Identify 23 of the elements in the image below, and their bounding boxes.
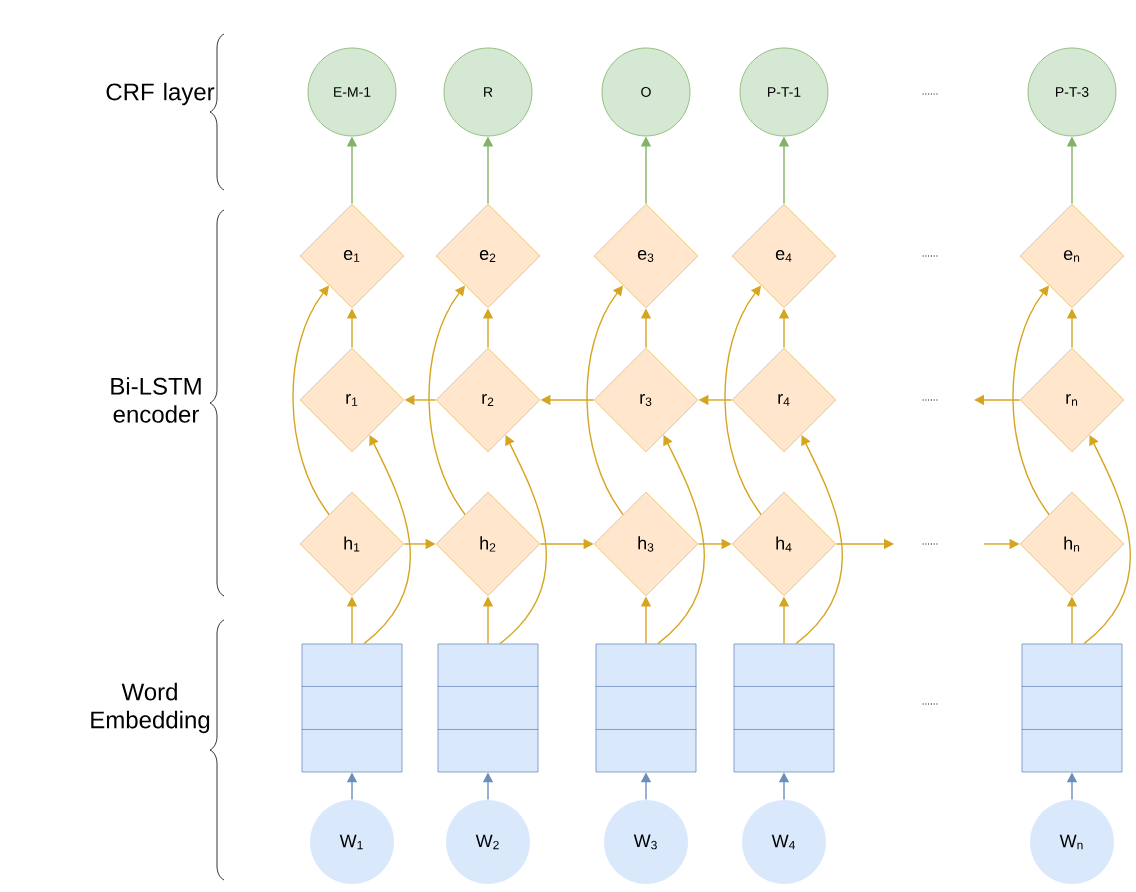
diamond-node: e$_{2}$ — [435, 203, 541, 309]
diamond-node: h$_{3}$ — [593, 491, 699, 597]
diamond-node: h$_{4}$ — [731, 491, 837, 597]
diamond-node: h$_{1}$ — [299, 491, 405, 597]
diamond-node: r$_{n}$ — [1019, 347, 1125, 453]
diamond-node: h$_{2}$ — [435, 491, 541, 597]
diamond-node: r$_{2}$ — [435, 347, 541, 453]
diamond-node: h$_{n}$ — [1019, 491, 1125, 597]
embedding-box — [1021, 643, 1123, 773]
embedding-box — [595, 643, 697, 773]
diamond-node: e$_{1}$ — [299, 203, 405, 309]
embedding-box — [437, 643, 539, 773]
embedding-box — [301, 643, 403, 773]
diamond-node: e$_{3}$ — [593, 203, 699, 309]
diamond-node: r$_{3}$ — [593, 347, 699, 453]
diamond-node: e$_{n}$ — [1019, 203, 1125, 309]
diamond-node: r$_{4}$ — [731, 347, 837, 453]
embedding-box — [733, 643, 835, 773]
layer-label: Bi-LSTM encoder — [111, 377, 201, 423]
diamond-node: e$_{4}$ — [731, 203, 837, 309]
layer-label: Word Embedding — [91, 682, 210, 734]
layer-label: CRF layer — [106, 82, 215, 106]
diamond-node: r$_{1}$ — [299, 347, 405, 453]
